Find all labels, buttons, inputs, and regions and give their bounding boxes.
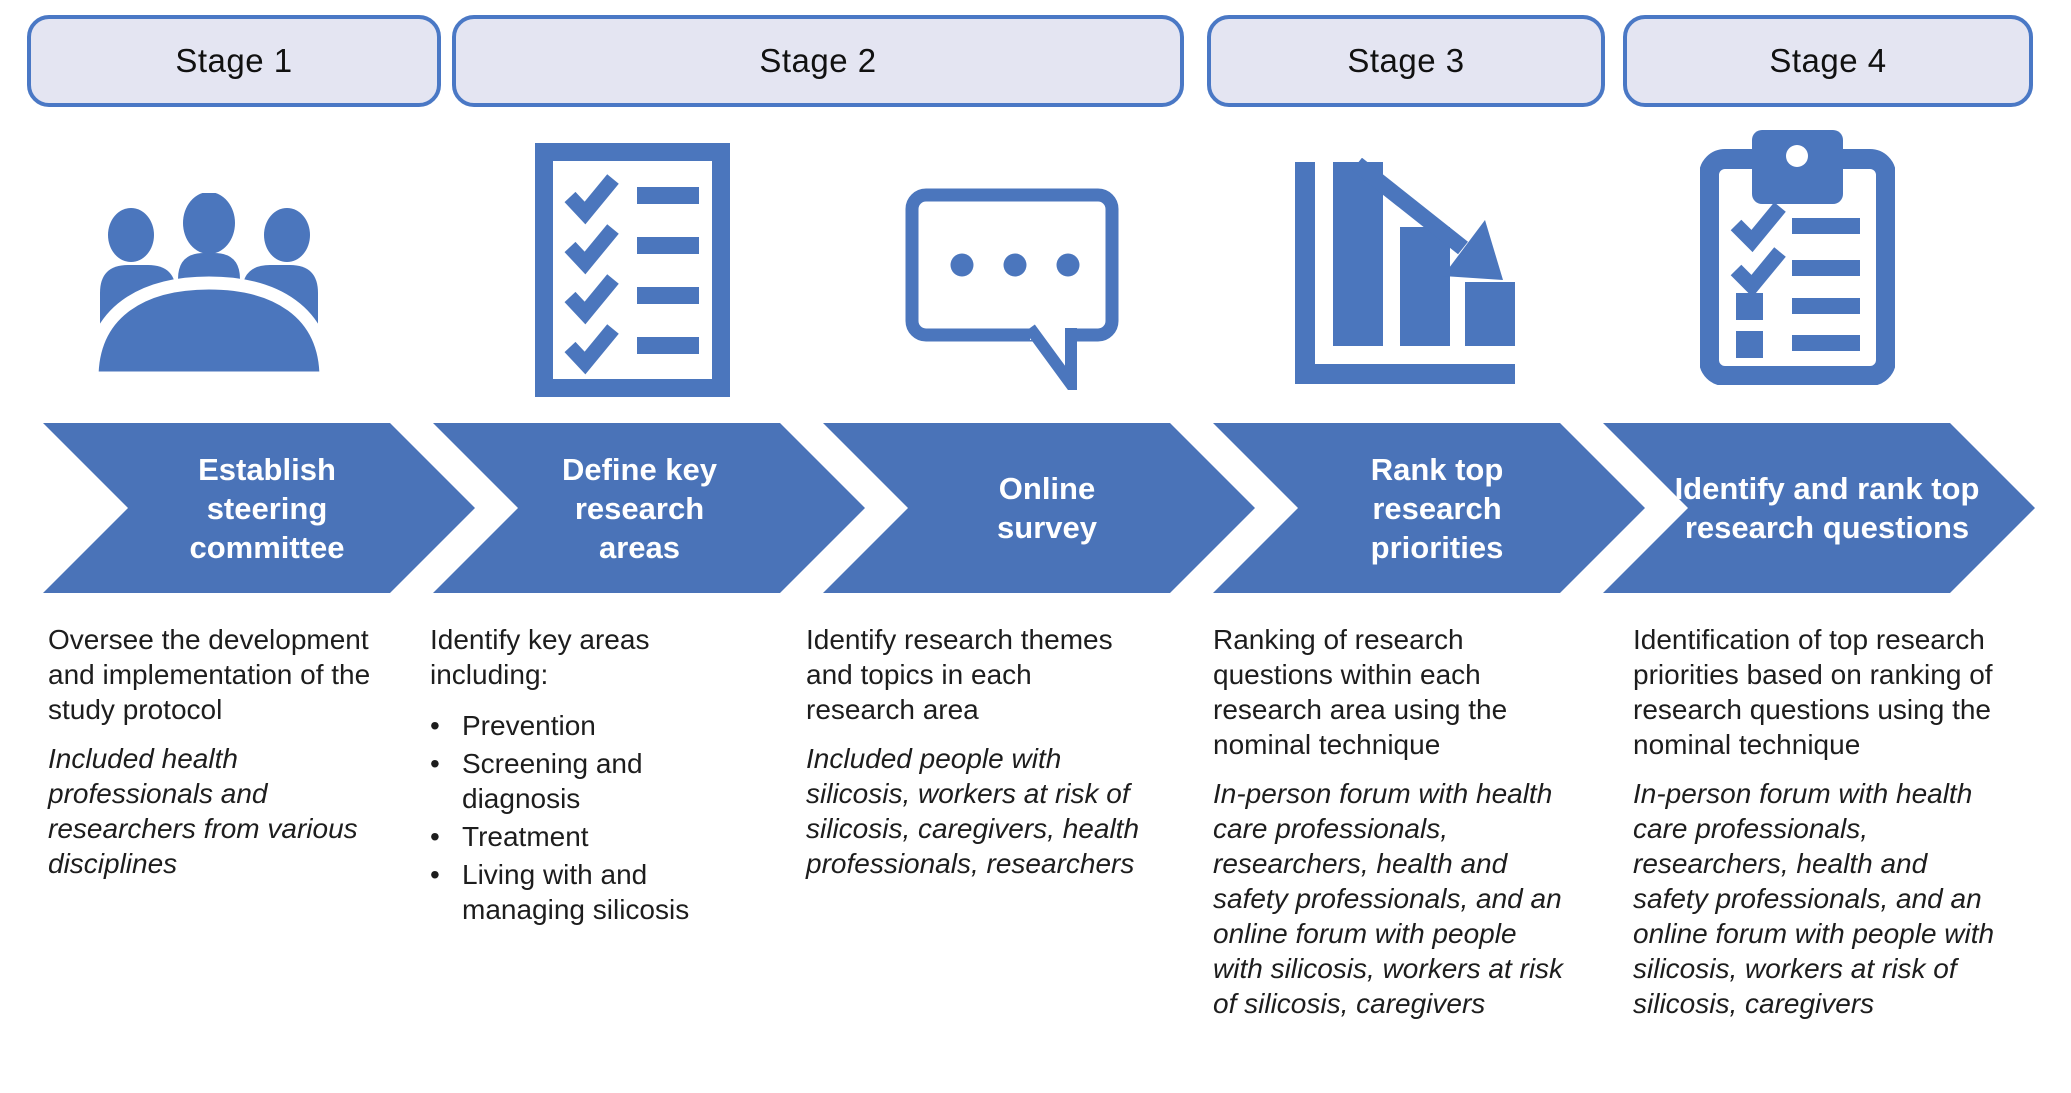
stage-2a-description: Identify key areas including: — [430, 624, 650, 690]
stage-1-note: Included health professionals and resear… — [48, 743, 358, 879]
stage-4-description: Identification of top research prioritie… — [1633, 624, 1993, 760]
arrow-label-establish-steering-committee: Establish steering committee — [189, 451, 345, 565]
meeting-icon — [84, 192, 334, 385]
arrow-label-rank-top-research-priorities: Rank top research priorities — [1370, 451, 1504, 565]
stage-2a-details: Identify key areas including: • Preventi… — [430, 622, 766, 930]
stage-3-description: Ranking of research questions within eac… — [1213, 624, 1508, 760]
stage-2b-description: Identify research themes and topics in e… — [806, 624, 1113, 725]
stage-1-header: Stage 1 — [27, 15, 441, 107]
stage-2b-note: Included people with silicosis, workers … — [806, 743, 1140, 879]
list-item: • Living with and managing silicosis — [430, 859, 690, 925]
stage-4-note: In-person forum with health care profess… — [1633, 778, 1995, 1019]
arrow-label-online-survey: Online survey — [997, 471, 1097, 545]
list-item: • Prevention — [430, 710, 596, 741]
stage-4-header: Stage 4 — [1623, 15, 2033, 107]
speech-bubble-icon — [905, 188, 1120, 403]
stage-1-description: Oversee the development and implementati… — [48, 624, 371, 725]
checklist-icon — [535, 143, 730, 402]
process-arrow-row: Establish steering committee Define key … — [0, 423, 2071, 593]
key-areas-list: • Prevention • Screening and diagnosis •… — [430, 708, 766, 927]
list-item: • Treatment — [430, 821, 589, 852]
declining-bar-chart-icon — [1295, 157, 1515, 389]
list-item: • Screening and diagnosis — [430, 748, 643, 814]
stage-3-header: Stage 3 — [1207, 15, 1605, 107]
stage-3-details: Ranking of research questions within eac… — [1213, 622, 1565, 1021]
stage-2b-details: Identify research themes and topics in e… — [806, 622, 1142, 881]
stage-2-header: Stage 2 — [452, 15, 1184, 107]
bullet-icon: • — [430, 821, 440, 852]
bullet-icon: • — [430, 748, 440, 779]
arrow-label-identify-and-rank-top-research-questions: Identify and rank top research questions — [1674, 471, 1980, 545]
clipboard-icon — [1699, 130, 1896, 390]
bullet-icon: • — [430, 710, 440, 741]
bullet-icon: • — [430, 859, 440, 890]
stage-1-details: Oversee the development and implementati… — [48, 622, 378, 881]
arrow-label-define-key-research-areas: Define key research areas — [561, 451, 718, 565]
stage-3-note: In-person forum with health care profess… — [1213, 778, 1564, 1019]
stage-4-details: Identification of top research prioritie… — [1633, 622, 1995, 1021]
